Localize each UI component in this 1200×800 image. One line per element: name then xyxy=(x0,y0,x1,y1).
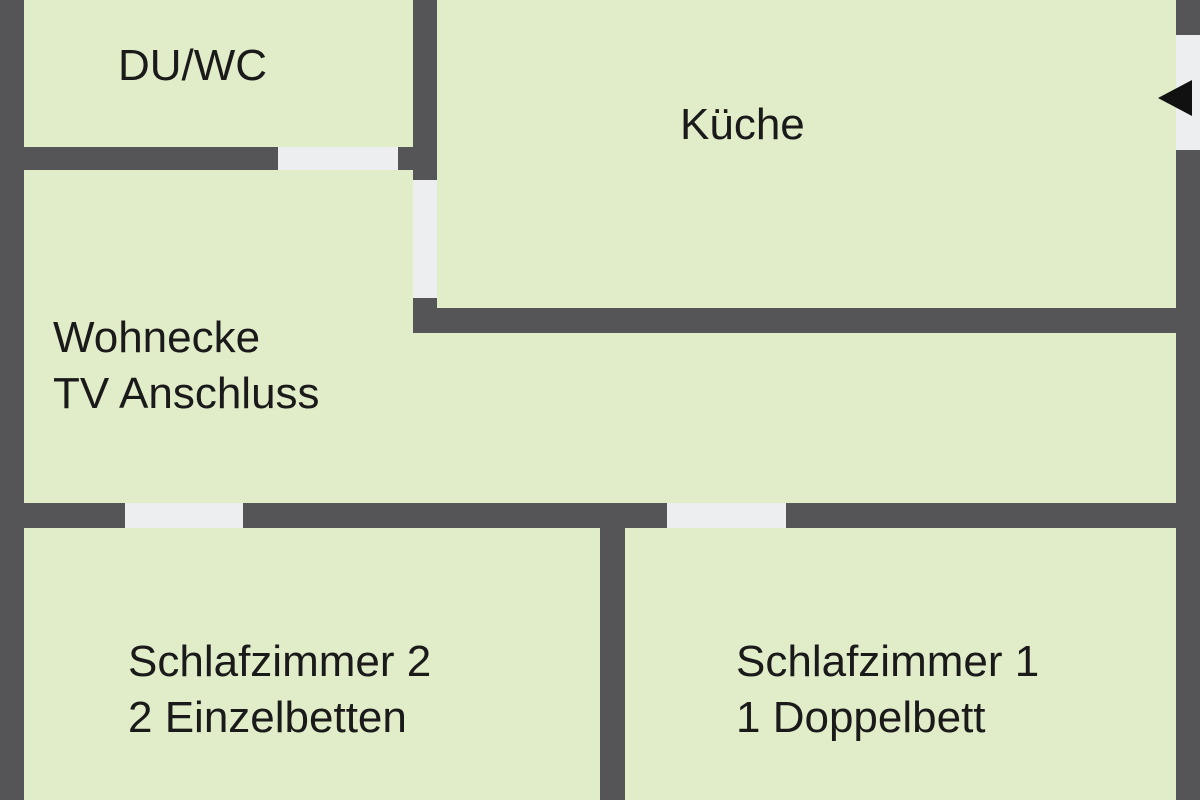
room-name: Wohnecke xyxy=(53,313,261,362)
room-label-kitchen: Küche xyxy=(680,97,805,153)
room-note: TV Anschluss xyxy=(53,369,320,418)
arrow-left-icon xyxy=(1158,80,1192,116)
wall-between-bedrooms xyxy=(600,503,625,800)
room-name: Küche xyxy=(680,100,805,149)
room-name: Schlafzimmer 1 xyxy=(736,637,1040,686)
room-label-bedroom1: Schlafzimmer 1 1 Doppelbett xyxy=(736,634,1039,746)
room-note: 1 Doppelbett xyxy=(736,693,986,742)
door-kitchen xyxy=(413,180,437,298)
room-label-living: Wohnecke TV Anschluss xyxy=(53,310,320,422)
room-name: DU/WC xyxy=(118,41,268,90)
room-note: 2 Einzelbetten xyxy=(128,693,407,742)
outer-wall-left xyxy=(0,0,24,800)
room-name: Schlafzimmer 2 xyxy=(128,637,432,686)
wall-kitchen-living xyxy=(413,308,1200,333)
door-bath xyxy=(278,147,398,170)
room-label-bedroom2: Schlafzimmer 2 2 Einzelbetten xyxy=(128,634,431,746)
door-bedroom1 xyxy=(667,503,786,528)
door-bedroom2 xyxy=(125,503,243,528)
room-label-bath: DU/WC xyxy=(118,38,267,94)
